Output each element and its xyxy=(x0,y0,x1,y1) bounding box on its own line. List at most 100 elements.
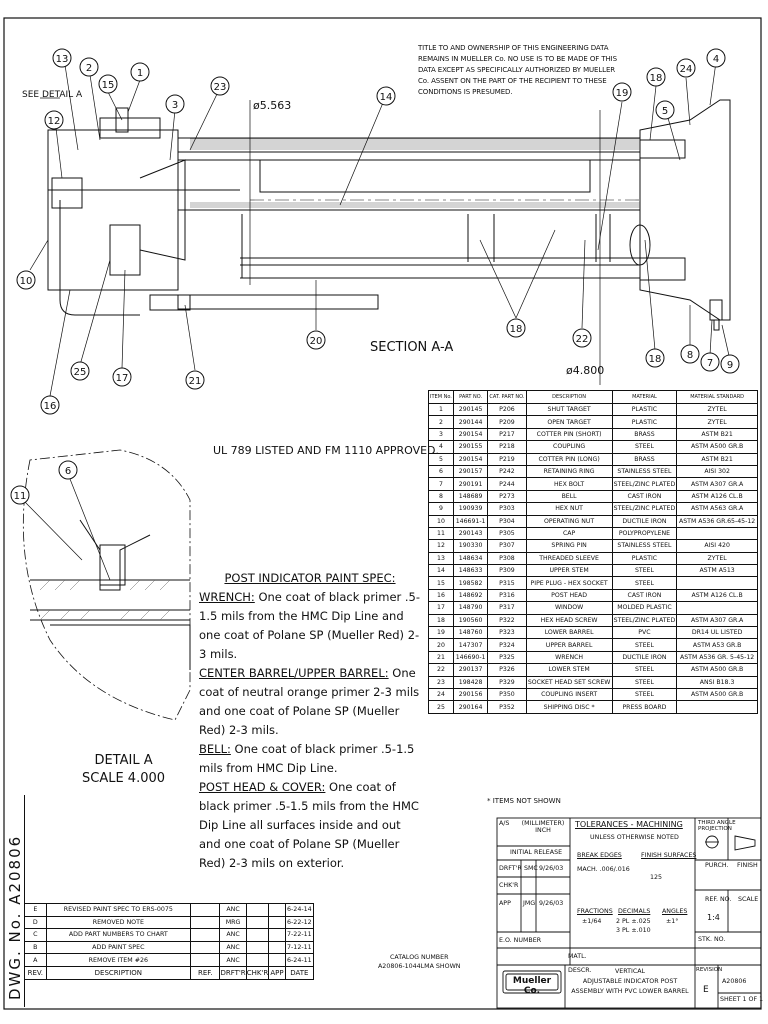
revision-cell xyxy=(189,903,221,917)
bom-cell: 148790 xyxy=(452,601,489,615)
revision-cell: REMOVED NOTE xyxy=(45,915,192,930)
revision-cell: MRG xyxy=(219,915,247,930)
bom-cell: ASTM A563 GR.A xyxy=(676,502,758,516)
revision-cell: 7-12-11 xyxy=(284,940,315,955)
description-block: VERTICAL ADJUSTABLE INDICATOR POST ASSEM… xyxy=(566,967,694,997)
bom-cell: 198428 xyxy=(452,675,489,690)
ownership-note: TITLE TO AND OWNERSHIP OF THIS ENGINEERI… xyxy=(418,44,617,96)
revision-cell: 6-22-12 xyxy=(284,915,315,930)
bom-cell: P352 xyxy=(487,700,527,714)
bom-cell: 25 xyxy=(428,700,454,714)
revision-cell xyxy=(245,928,270,942)
matl-label: MATL. xyxy=(568,953,587,960)
detail-title: DETAIL A xyxy=(94,753,153,768)
bom-cell: LOWER STEM xyxy=(525,663,613,677)
balloon-10: 10 xyxy=(20,276,33,287)
bom-cell: 148634 xyxy=(452,551,489,566)
diameter-bottom-label: ø4.800 xyxy=(566,364,605,377)
drftr-label: DRFT'R xyxy=(499,865,522,872)
revision-cell xyxy=(268,915,286,930)
ref-no-label: REF. NO. xyxy=(705,896,732,903)
bom-cell: DR14 UL LISTED xyxy=(676,626,758,640)
see-detail-label: SEE DETAIL A xyxy=(22,90,83,100)
bom-cell xyxy=(676,526,758,541)
bom-cell: 190939 xyxy=(452,502,489,516)
revision-cell: REVISED PAINT SPEC TO ERS-0075 xyxy=(45,903,192,917)
break-edges: BREAK EDGES xyxy=(577,852,622,859)
descr-line-3: ASSEMBLY WITH PVC LOWER BARREL xyxy=(571,988,689,995)
balloon-5: 5 xyxy=(662,106,668,117)
bom-cell: UPPER STEM xyxy=(525,564,613,578)
bom-cell: 19 xyxy=(428,626,454,640)
bom-cell: AISI 420 xyxy=(676,539,758,553)
revision-header-cell: DRFT'R xyxy=(219,965,247,980)
bom-cell: 190560 xyxy=(452,613,489,628)
angles-label: ANGLES xyxy=(662,908,688,915)
bom-cell: 290137 xyxy=(452,663,489,677)
scale-value: 1:4 xyxy=(707,913,720,922)
bom-cell: 147307 xyxy=(452,638,489,652)
bom-cell xyxy=(676,576,758,590)
approval-note: UL 789 LISTED AND FM 1110 APPROVED. xyxy=(213,444,440,457)
bom-cell: P323 xyxy=(487,626,527,640)
balloon-24: 24 xyxy=(680,64,693,75)
angles-value: ±1° xyxy=(666,918,679,925)
revision-header-cell: DESCRIPTION xyxy=(45,965,192,980)
paint-spec: POST INDICATOR PAINT SPEC: WRENCH: One c… xyxy=(199,569,421,873)
revision-cell: C xyxy=(24,928,47,942)
balloon-13: 13 xyxy=(56,54,69,65)
revision-cell xyxy=(268,903,286,917)
balloon-19: 19 xyxy=(616,88,629,99)
bom-cell xyxy=(676,601,758,615)
detail-a-drawing: 116 xyxy=(10,449,191,721)
bom-cell: P303 xyxy=(487,502,527,516)
wrench-heading: WRENCH: xyxy=(199,590,255,604)
balloon-23: 23 xyxy=(214,82,227,93)
catalog-note: CATALOG NUMBER A20806-1044LMA SHOWN xyxy=(378,953,461,971)
bom-cell: 148760 xyxy=(452,626,489,640)
revision-cell: ANC xyxy=(219,940,247,955)
bom-cell: 290157 xyxy=(452,464,489,479)
bom-cell: POST HEAD xyxy=(525,588,613,603)
post-text: One coat of black primer .5-1.5 mils fro… xyxy=(199,780,419,870)
revision-cell: B xyxy=(24,940,47,955)
revision-header-cell: DATE xyxy=(284,965,315,980)
bom-cell: COUPLING INSERT xyxy=(525,687,613,702)
revision-cell: REMOVE ITEM #26 xyxy=(45,953,192,967)
bom-cell: ANSI B18.3 xyxy=(676,675,758,690)
bom-cell: P324 xyxy=(487,638,527,652)
revision-cell: D xyxy=(24,915,47,930)
dwg-number: DWG. No. A20806 xyxy=(6,834,24,1000)
descr-line-2: ADJUSTABLE INDICATOR POST xyxy=(582,978,678,985)
bom-cell: P317 xyxy=(487,601,527,615)
bom-cell: LOWER BARREL xyxy=(525,626,613,640)
bom-cell: P309 xyxy=(487,564,527,578)
revision-header-cell: APP xyxy=(268,965,286,980)
bom-cell: ASTM A536 GR. 5-45-12 xyxy=(676,650,758,665)
catalog-line-2: A20806-1044LMA SHOWN xyxy=(378,963,461,970)
app-date: 9/26/03 xyxy=(539,900,564,907)
revision-cell xyxy=(245,940,270,955)
bom-cell: CAP xyxy=(525,526,613,541)
revision-cell: A xyxy=(24,953,47,967)
balloon-8: 8 xyxy=(687,350,693,361)
bom-cell: 10 xyxy=(428,514,454,528)
decimals-2pl: 2 PL ±.025 xyxy=(616,918,651,925)
paint-spec-title: POST INDICATOR PAINT SPEC: xyxy=(224,571,396,585)
bom-cell: PIPE PLUG - HEX SOCKET xyxy=(525,576,613,590)
